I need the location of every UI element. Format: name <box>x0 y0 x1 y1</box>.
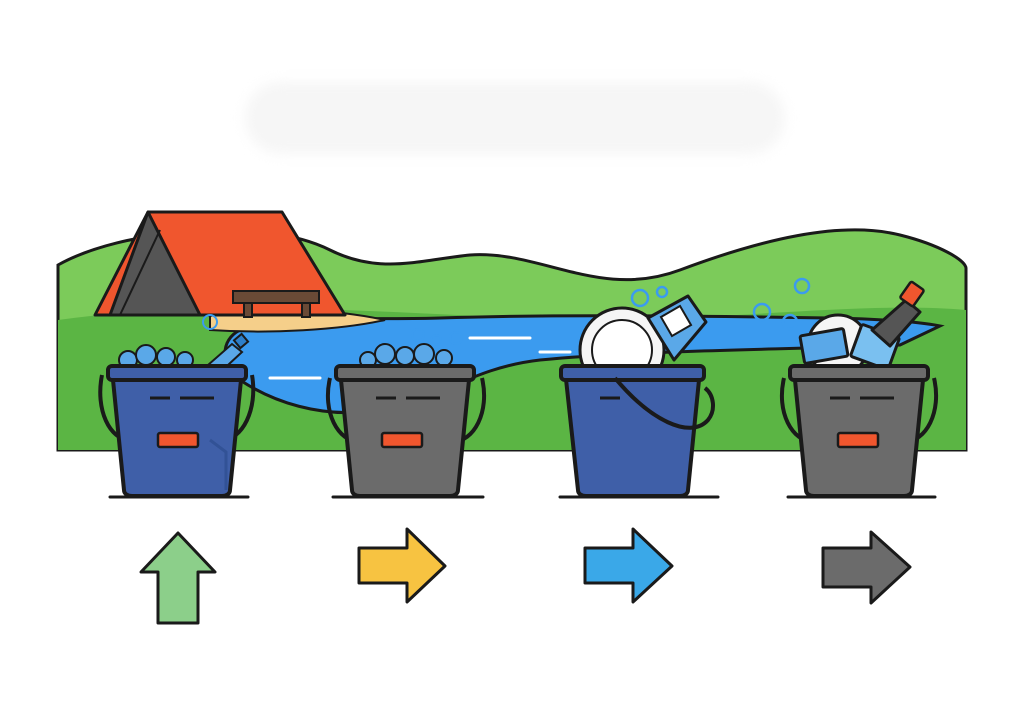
arrow-right-icon <box>357 527 447 604</box>
bucket-3 <box>559 285 715 498</box>
arrow-right-icon <box>821 530 912 605</box>
bucket-4 <box>752 277 939 498</box>
cup-icon <box>646 294 708 362</box>
trash-items-icon <box>798 323 901 371</box>
bottle-icon <box>870 280 925 348</box>
tent-icon <box>93 210 347 317</box>
picnic-table-icon <box>232 290 320 318</box>
arrow-up-icon <box>139 531 217 625</box>
title-placeholder <box>245 82 785 154</box>
bucket-2 <box>325 328 487 498</box>
arrow-right-icon <box>583 527 674 604</box>
bucket-1 <box>98 314 256 498</box>
bubbles-icon <box>359 328 463 369</box>
